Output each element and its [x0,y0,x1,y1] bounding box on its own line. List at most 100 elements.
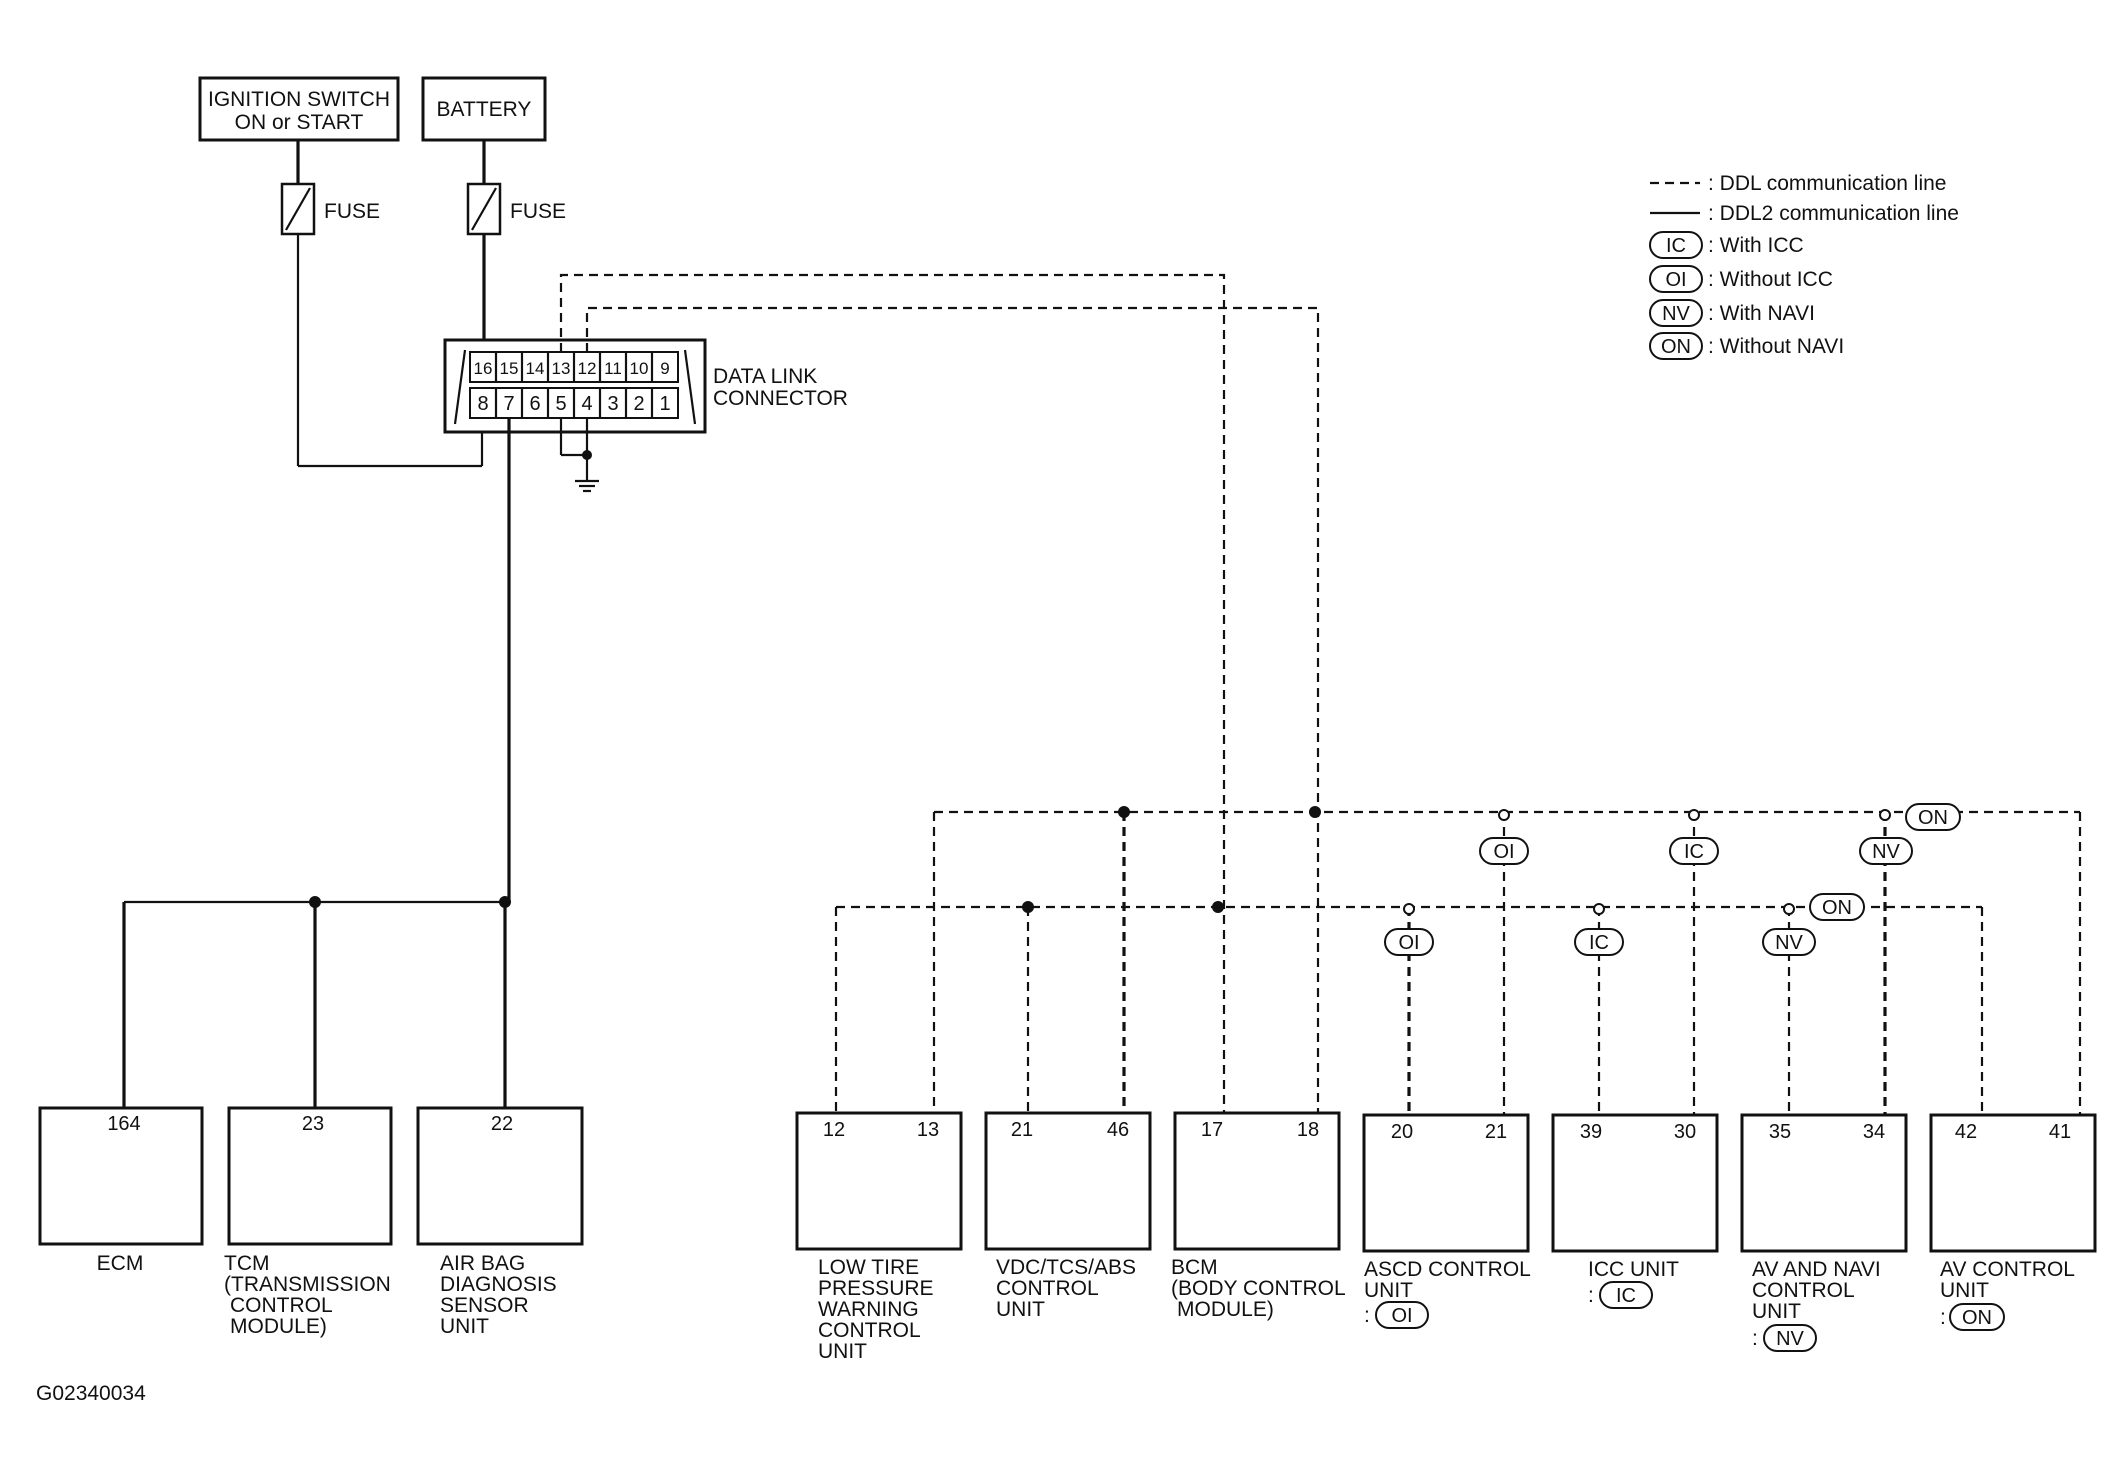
unit-low-tire-pressure: 12 13 LOW TIRE PRESSURE WARNING CONTROL … [795,1111,963,1363]
airbag-name-3: SENSOR [440,1294,529,1317]
dlc-pin-16: 16 [474,359,493,378]
dlc-pin-3: 3 [607,393,618,415]
legend-ddl-text: : DDL communication line [1708,172,1947,195]
svg-text:IC: IC [1684,841,1704,863]
svg-text:WARNING: WARNING [818,1298,919,1321]
svg-text:IC: IC [1666,235,1686,257]
svg-text:12: 12 [823,1119,845,1141]
av-on-tag [1949,1303,2005,1331]
battery-label: BATTERY [437,98,532,121]
svg-text:35: 35 [1769,1121,1791,1143]
tag-oi-lower: OI [1384,928,1434,956]
legend-ic-text: : With ICC [1708,234,1804,257]
svg-text:18: 18 [1297,1119,1319,1141]
dlc-pin-1: 1 [659,393,670,415]
fuse-ignition [280,182,316,236]
dlc-pin-15: 15 [500,359,519,378]
unit-ecm: 164 ECM [38,1106,204,1275]
legend: : DDL communication line : DDL2 communic… [1649,172,1959,360]
svg-text:21: 21 [1011,1119,1033,1141]
svg-text:CONTROL: CONTROL [996,1277,1099,1300]
svg-text:13: 13 [917,1119,939,1141]
dlc-pin-6: 6 [529,393,540,415]
ddl-junction-upper-2 [1309,806,1321,818]
legend-oi-text: : Without ICC [1708,268,1833,291]
tag-oi-upper: OI [1479,837,1529,865]
svg-text:OI: OI [1665,269,1686,291]
dlc-bottom-row: 8 7 6 5 4 3 2 1 [469,387,679,419]
tag-ic-upper: IC [1669,837,1719,865]
ascd-oi-tag [1375,1301,1429,1329]
svg-text::: : [1752,1327,1758,1350]
svg-text:CONTROL: CONTROL [818,1319,921,1342]
svg-text:ASCD CONTROL: ASCD CONTROL [1364,1258,1531,1281]
svg-text:21: 21 [1485,1121,1507,1143]
svg-text::: : [1588,1284,1594,1307]
dlc-pin-2: 2 [633,393,644,415]
unit-bcm: 17 18 BCM (BODY CONTROL MODULE) [1171,1111,1346,1321]
svg-text:17: 17 [1201,1119,1223,1141]
svg-text:41: 41 [2049,1121,2071,1143]
ddl-open-junction-ic-upper [1688,809,1700,821]
svg-text:UNIT: UNIT [1364,1279,1413,1302]
tag-on-upper: ON [1905,803,1961,831]
legend-nv-text: : With NAVI [1708,302,1815,325]
dlc-label-2: CONNECTOR [713,387,848,410]
svg-text:CONTROL: CONTROL [1752,1279,1855,1302]
svg-text:ON: ON [1962,1307,1992,1329]
svg-text:ON: ON [1661,336,1691,358]
ddl-open-junction-nv-lower [1783,903,1795,915]
svg-text::: : [1940,1306,1946,1329]
ecm-name: ECM [97,1252,144,1275]
fuse-ignition-label: FUSE [324,200,380,223]
svg-text:AV CONTROL: AV CONTROL [1940,1258,2075,1281]
svg-text:NV: NV [1776,1328,1804,1350]
battery-box: BATTERY [421,76,547,142]
dlc-pin-5: 5 [555,393,566,415]
tag-nv-lower: NV [1762,928,1816,956]
svg-text:UNIT: UNIT [1752,1300,1801,1323]
dlc-label-1: DATA LINK [713,365,817,388]
svg-text:NV: NV [1872,841,1900,863]
legend-nv-tag [1649,299,1703,327]
avnavi-nv-tag [1763,1324,1817,1352]
legend-ddl2-text: : DDL2 communication line [1708,202,1959,225]
legend-on-tag [1649,332,1703,360]
dlc-pin-7: 7 [503,393,514,415]
svg-text:OI: OI [1398,932,1419,954]
dlc-pin-4: 4 [581,393,592,415]
fuse-battery-label: FUSE [510,200,566,223]
unit-airbag: 22 AIR BAG DIAGNOSIS SENSOR UNIT [416,1106,584,1338]
unit-av-control: 42 41 AV CONTROL UNIT : ON [1929,1113,2097,1331]
dlc-top-row: 16 15 14 13 12 11 10 9 [469,351,679,383]
svg-text:ON: ON [1918,807,1948,829]
svg-text::: : [1364,1304,1370,1327]
unit-icc: 39 30 ICC UNIT : IC [1551,1113,1719,1309]
unit-ascd: 20 21 ASCD CONTROL UNIT : OI [1362,1113,1531,1329]
svg-text:IC: IC [1616,1285,1636,1307]
ignition-switch-label: IGNITION SWITCH [208,88,390,111]
svg-text:BCM: BCM [1171,1256,1218,1279]
dlc-pin-12: 12 [578,359,597,378]
svg-text:PRESSURE: PRESSURE [818,1277,934,1300]
svg-text:LOW TIRE: LOW TIRE [818,1256,919,1279]
unit-av-and-navi: 35 34 AV AND NAVI CONTROL UNIT : NV [1740,1113,1908,1352]
ecm-pin: 164 [107,1113,140,1135]
svg-text:UNIT: UNIT [996,1298,1045,1321]
fuse-battery [466,182,502,236]
ddl-open-junction-nv-upper [1879,809,1891,821]
svg-text:UNIT: UNIT [818,1340,867,1363]
unit-vdc-tcs-abs: 21 46 VDC/TCS/ABS CONTROL UNIT [984,1111,1152,1321]
svg-text:46: 46 [1107,1119,1129,1141]
unit-tcm: 23 TCM (TRANSMISSION CONTROL MODULE) [224,1106,393,1338]
figure-id: G02340034 [36,1382,146,1405]
dlc-pin-8: 8 [477,393,488,415]
tag-on-lower: ON [1809,893,1865,921]
airbag-name-4: UNIT [440,1315,489,1338]
ignition-switch-state: ON or START [235,111,364,134]
dlc-pin-14: 14 [526,359,545,378]
airbag-name-2: DIAGNOSIS [440,1273,557,1296]
tag-ic-lower: IC [1574,928,1624,956]
dlc-pin-10: 10 [630,359,649,378]
